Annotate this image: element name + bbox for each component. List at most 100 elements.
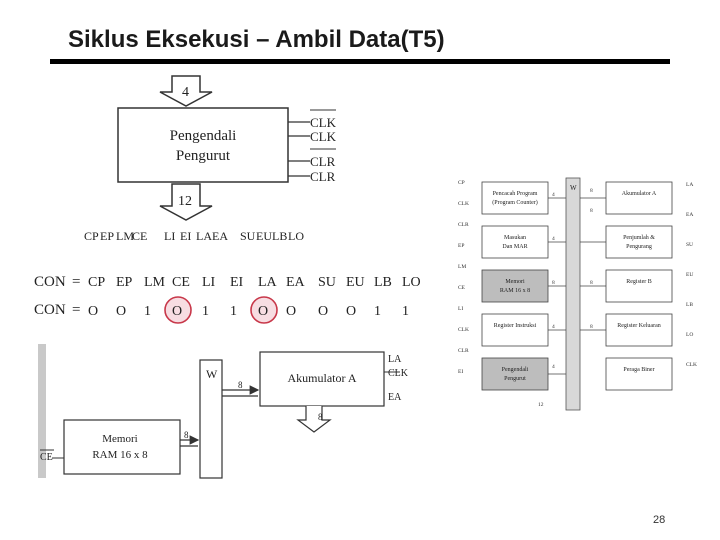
bd-right-sublabel-2: Pengurang <box>626 244 652 250</box>
bd-right-signal-6: LO <box>686 332 693 338</box>
signal-clk-2: CLK <box>310 129 337 144</box>
memory-box <box>63 419 181 475</box>
con-value-7: O <box>258 304 268 319</box>
bd-right-label-1: Akumulator A <box>622 191 657 197</box>
bd-bus-width-8: 4 <box>552 324 555 330</box>
con-signal-10: EU <box>346 275 365 290</box>
bus-width-a: 8 <box>238 380 243 390</box>
bd-right-signal-7: CLK <box>686 362 697 368</box>
bd-right-label-5: Peraga Biner <box>623 367 654 373</box>
bd-left-signal-7: LI <box>458 306 463 312</box>
controller-output-4: CE <box>132 229 147 243</box>
con-signal-8: EA <box>286 275 306 290</box>
w-bus <box>199 359 223 479</box>
bd-right-block-2 <box>605 225 673 259</box>
con-value-5: 1 <box>202 304 209 319</box>
w-bus-label-small: W <box>570 184 577 192</box>
bd-right-signal-3: SU <box>686 242 693 248</box>
con-signal-11: LB <box>374 275 392 290</box>
bd-bus-width-2: 8 <box>590 188 593 194</box>
bd-left-signal-10: EI <box>458 369 463 375</box>
controller-output-7: LA <box>196 229 212 243</box>
con-value-6: 1 <box>230 304 237 319</box>
bd-bus-width-4: 4 <box>552 236 555 242</box>
con-signal-3: LM <box>144 275 166 290</box>
bd-left-signal-4: EP <box>458 243 464 249</box>
controller-output-5: LI <box>164 229 175 243</box>
con-value-8: O <box>286 304 296 319</box>
con-equals-bottom: = <box>72 302 80 318</box>
accumulator-box <box>259 351 385 407</box>
con-signal-2: EP <box>116 275 133 290</box>
page-number: 28 <box>653 514 666 526</box>
bus-width-c: 8 <box>184 430 189 440</box>
controller-box <box>117 107 289 183</box>
con-value-12: 1 <box>402 304 409 319</box>
controller-output-11: LB <box>272 229 287 243</box>
bd-right-signal-4: EU <box>686 272 693 278</box>
con-value-1: O <box>88 304 98 319</box>
block-diagram: W Pencacah Program(Program Counter)Masuk… <box>458 177 697 411</box>
bd-bus-width-7: 8 <box>590 324 593 330</box>
output-bus-arrow <box>159 183 213 221</box>
con-equals-top: = <box>72 274 80 290</box>
clk-label: CLK <box>388 368 409 379</box>
memory-label-2: RAM 16 x 8 <box>92 449 148 461</box>
datapath-detail: W Akumulator A LA CLK EA 8 8 Memori RAM … <box>38 344 409 479</box>
bd-left-sublabel-1: (Program Counter) <box>492 199 538 206</box>
page-title: Siklus Eksekusi – Ambil Data(T5) <box>68 26 445 53</box>
controller-output-12: LO <box>288 229 304 243</box>
signal-clr-2: CLR <box>310 169 336 184</box>
con-value-3: 1 <box>144 304 151 319</box>
ea-label: EA <box>388 392 402 403</box>
ce-label: CE <box>40 452 53 463</box>
con-signal-1: CP <box>88 275 105 290</box>
controller-output-8: EA <box>212 229 228 243</box>
bd-bus-width-10: 12 <box>538 402 544 408</box>
bd-left-label-1: Pencacah Program <box>493 191 538 197</box>
scan-shade <box>38 344 46 478</box>
bd-left-label-5: Pengendali <box>502 367 529 373</box>
controller-output-9: SU <box>240 229 256 243</box>
bd-left-block-3 <box>481 269 549 303</box>
bus-width-b: 8 <box>318 412 323 422</box>
bd-left-signal-2: CLK <box>458 201 469 207</box>
signal-clr-1: CLR <box>310 154 336 169</box>
bd-right-label-3: Register B <box>626 279 652 285</box>
bd-left-signal-3: CLR <box>458 222 469 228</box>
con-value-9: O <box>318 304 328 319</box>
bd-right-block-5 <box>605 357 673 391</box>
controller-label-2: Pengurut <box>176 148 231 164</box>
bd-left-signal-1: CP <box>458 180 465 186</box>
bd-left-sublabel-3: RAM 16 x 8 <box>500 288 530 294</box>
controller-output-6: EI <box>180 229 191 243</box>
controller-diagram: 4 Pengendali Pengurut CLK CLK CLR CLR 12… <box>84 75 337 243</box>
bd-right-signal-1: LA <box>686 182 693 188</box>
bd-bus-width-5: 8 <box>552 280 555 286</box>
bd-left-signal-9: CLR <box>458 348 469 354</box>
con-highlight-7 <box>250 296 278 324</box>
bd-right-block-4 <box>605 313 673 347</box>
w-bus-label: W <box>206 367 218 381</box>
controller-output-2: EP <box>100 229 114 243</box>
bd-bus-width-1: 4 <box>552 192 555 198</box>
con-highlight-4 <box>164 296 192 324</box>
con-value-10: O <box>346 304 356 319</box>
con-value-4: O <box>172 304 182 319</box>
bd-right-block-3 <box>605 269 673 303</box>
bd-left-signal-6: CE <box>458 285 466 291</box>
con-signal-12: LO <box>402 275 421 290</box>
controller-output-3: LM <box>116 229 134 243</box>
bd-left-block-4 <box>481 313 549 347</box>
input-bus-arrow <box>159 75 213 107</box>
signal-clk-1: CLK <box>310 115 337 130</box>
bd-left-signal-5: LM <box>458 264 466 270</box>
controller-output-10: EU <box>256 229 272 243</box>
title-underline <box>50 59 670 64</box>
bd-bus-width-9: 4 <box>552 364 555 370</box>
con-value-11: 1 <box>374 304 381 319</box>
bd-bus-width-6: 8 <box>590 280 593 286</box>
bd-right-label-4: Register Keluaran <box>617 323 660 329</box>
memory-label-1: Memori <box>102 433 137 445</box>
